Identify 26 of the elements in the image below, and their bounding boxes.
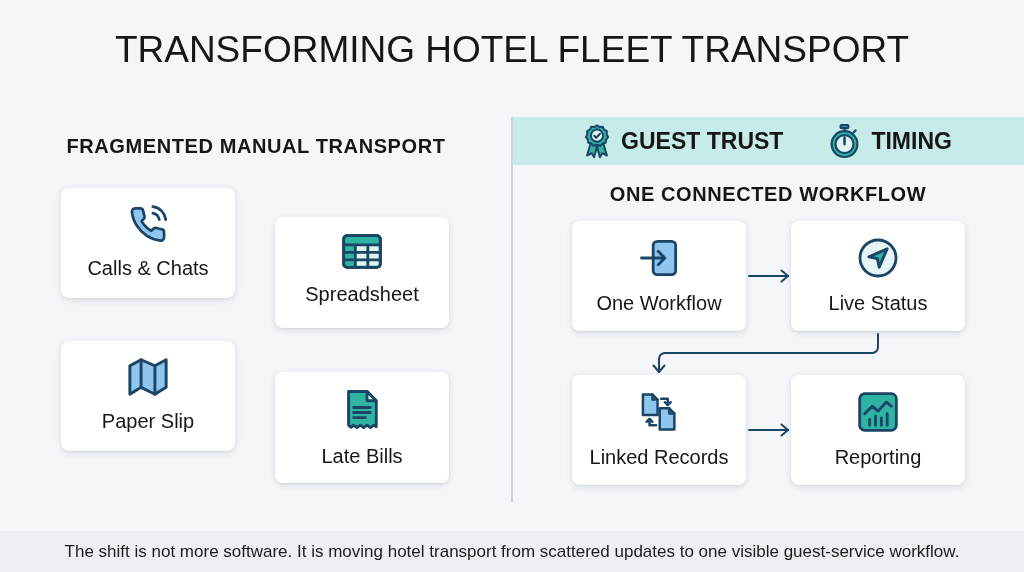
- section-heading: ONE CONNECTED WORKFLOW: [608, 184, 928, 204]
- card-label: Late Bills: [321, 445, 403, 467]
- card-label: Paper Slip: [101, 410, 195, 432]
- step-card: [61, 188, 235, 298]
- card-label: Live Status: [828, 292, 928, 314]
- card-label: Spreadsheet: [305, 283, 419, 305]
- band-label: TIMING: [871, 129, 952, 153]
- card-label: Calls & Chats: [87, 257, 209, 279]
- card-label: One Workflow: [596, 292, 722, 314]
- highlight-band: [512, 117, 1024, 165]
- step-card: [275, 372, 449, 483]
- arrow: [748, 269, 789, 283]
- step-card: [572, 375, 746, 485]
- step-card: [572, 221, 746, 331]
- title: TRANSFORMING HOTEL FLEET TRANSPORT: [113, 31, 911, 68]
- step-card: [791, 375, 965, 485]
- step-card: [275, 217, 449, 328]
- caption: The shift is not more software. It is moving hotel transport from scattered updates to one visible guest-service workflow.: [64, 541, 960, 562]
- card-label: Reporting: [834, 446, 922, 468]
- step-card: [791, 221, 965, 331]
- arrow: [652, 333, 879, 373]
- step-card: [61, 341, 235, 451]
- card-label: Linked Records: [589, 446, 729, 468]
- section-heading: FRAGMENTED MANUAL TRANSPORT: [65, 136, 447, 156]
- arrow: [748, 423, 789, 437]
- band-label: GUEST TRUST: [621, 129, 784, 153]
